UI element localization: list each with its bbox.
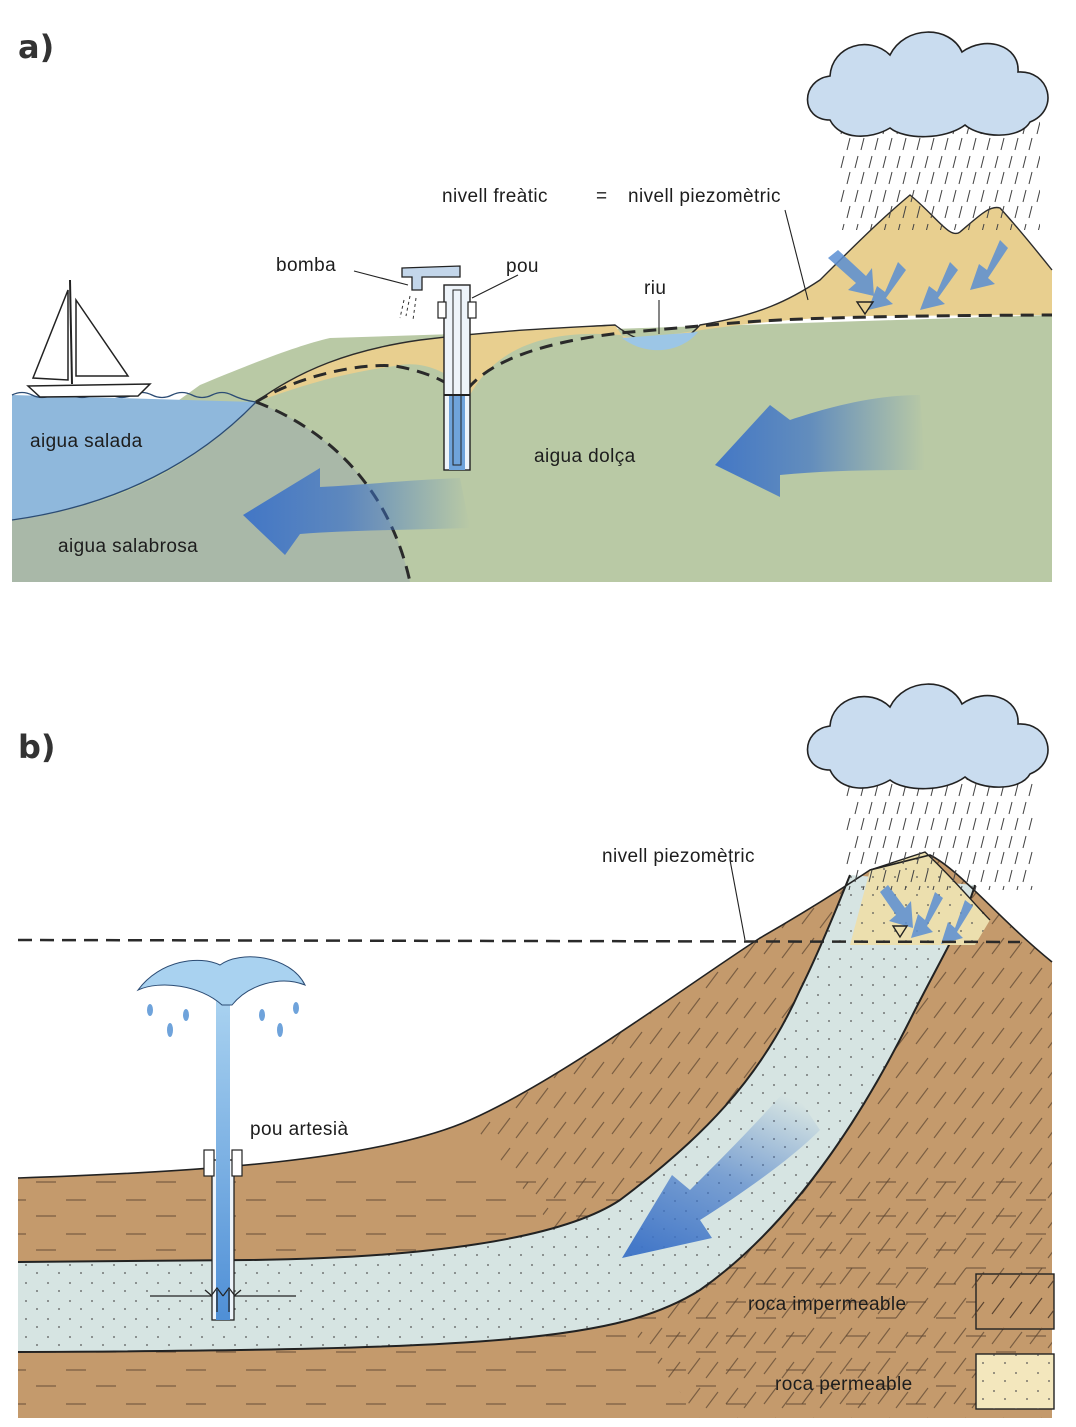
panel-a-tag: a) [18, 28, 54, 66]
sea [12, 395, 256, 520]
legend-label-permeable: roca permeable [775, 1374, 913, 1395]
artesian-well [136, 956, 307, 1321]
label-pou-artesia: pou artesià [250, 1119, 348, 1140]
piezometric-line [17, 938, 1021, 944]
label-bomba: bomba [276, 255, 336, 276]
panel-b-scene [17, 683, 1055, 1418]
label-nivell-piezometric-a: nivell piezomètric [628, 186, 781, 207]
label-pou: pou [506, 256, 539, 277]
flow-arrow-left [243, 468, 470, 555]
aquifer-flow-arrow [622, 1085, 820, 1258]
water-level-marker [855, 301, 875, 316]
well [399, 265, 477, 471]
sailboat-icon [26, 279, 152, 398]
label-aigua-salada: aigua salada [30, 431, 143, 452]
label-equals: = [596, 186, 608, 207]
label-nivell-freatic: nivell freàtic [442, 186, 548, 207]
infiltration-arrows [828, 240, 1008, 310]
cloud-icon-b [806, 683, 1049, 790]
salt-interface-line [255, 400, 412, 583]
rain [840, 120, 1040, 230]
pump [401, 265, 461, 291]
river [622, 332, 698, 351]
legend-label-impermeable: roca impermeable [748, 1294, 906, 1315]
panel-a-scene [11, 31, 1053, 583]
label-aigua-salabrosa: aigua salabrosa [58, 536, 198, 557]
panel-b-tag: b) [18, 728, 56, 766]
label-riu: riu [644, 278, 666, 299]
water-table-line [255, 313, 1053, 404]
cloud-icon [806, 31, 1049, 138]
label-nivell-piezometric-b: nivell piezomètric [602, 846, 755, 867]
rain-b [845, 775, 1035, 890]
label-aigua-dolca: aigua dolça [534, 446, 636, 467]
flow-arrow-right [715, 395, 925, 497]
